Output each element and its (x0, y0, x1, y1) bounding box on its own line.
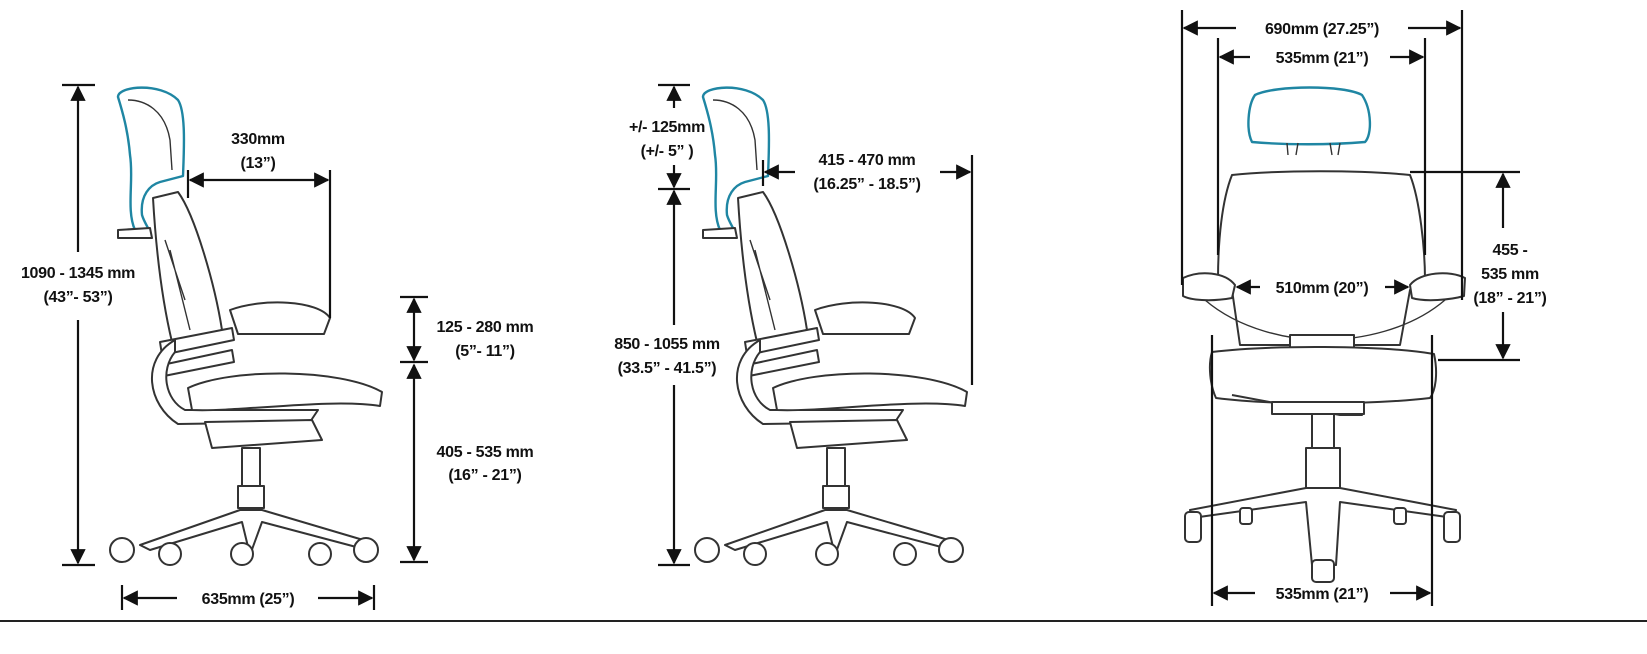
back-height-dimension: 850 - 1055 mm (33.5” - 41.5”) (614, 189, 720, 567)
back-width-label: 535mm (21”) (1276, 50, 1369, 67)
headrest-depth-dimension: 330mm (13”) (186, 131, 332, 318)
overall-width-dimension: 690mm (27.25”) (1180, 10, 1464, 300)
seat-height-in: (16” - 21”) (448, 467, 521, 484)
front-back-height-dimension: 455 - 535 mm (18” - 21”) (1410, 170, 1547, 362)
seat-depth-in: (16.25” - 18.5”) (813, 176, 920, 193)
headrest-depth-mm: 330mm (231, 131, 285, 148)
front-back-height-l1: 455 - (1493, 242, 1528, 259)
front-back-height-l3: (18” - 21”) (1473, 290, 1546, 307)
headrest-adjust-dimension: +/- 125mm (+/- 5” ) (629, 83, 705, 191)
side-view-2: +/- 125mm (+/- 5” ) 850 - 1055 mm (33.5”… (614, 83, 974, 567)
headrest-adjust-mm: +/- 125mm (629, 119, 705, 136)
seat-depth-dimension: 415 - 470 mm (16.25” - 18.5”) (761, 152, 974, 385)
base-depth-dimension: 635mm (25”) (120, 585, 376, 610)
between-arms-dimension: 510mm (20”) (1235, 279, 1410, 297)
front-view: 690mm (27.25”) 535mm (21”) 510mm (20”) 4… (1180, 10, 1547, 606)
seat (1208, 345, 1438, 405)
arm-height-dimension: 125 - 280 mm (5”- 11”) (400, 295, 534, 364)
base-width-label: 535mm (21”) (1276, 586, 1369, 603)
front-chair-drawing (1182, 86, 1466, 583)
base-depth-label: 635mm (25”) (202, 591, 295, 608)
front-back-height-l2: 535 mm (1481, 266, 1539, 283)
arm-height-mm: 125 - 280 mm (437, 319, 534, 336)
seat-height-mm: 405 - 535 mm (437, 444, 534, 461)
headrest (1247, 86, 1372, 146)
overall-width-label: 690mm (27.25”) (1265, 21, 1379, 38)
back-height-mm: 850 - 1055 mm (614, 336, 720, 353)
seat-height-dimension: 405 - 535 mm (16” - 21”) (400, 363, 534, 564)
headrest-adjust-in: (+/- 5” ) (641, 143, 694, 160)
back-height-in: (33.5” - 41.5”) (618, 360, 717, 377)
arm-height-in: (5”- 11”) (455, 343, 515, 360)
backrest (1217, 170, 1426, 346)
overall-height-mm: 1090 - 1345 mm (21, 265, 135, 282)
seat-depth-mm: 415 - 470 mm (819, 152, 916, 169)
base-width-dimension: 535mm (21”) (1210, 335, 1434, 606)
headrest-depth-in: (13”) (241, 155, 276, 172)
side-view-1: 1090 - 1345 mm (43”- 53”) 330mm (13”) 12… (21, 83, 534, 610)
between-arms-label: 510mm (20”) (1276, 280, 1369, 297)
overall-height-in: (43”- 53”) (43, 289, 112, 306)
overall-height-dimension: 1090 - 1345 mm (43”- 53”) (21, 83, 135, 567)
back-width-dimension: 535mm (21”) (1216, 38, 1427, 255)
